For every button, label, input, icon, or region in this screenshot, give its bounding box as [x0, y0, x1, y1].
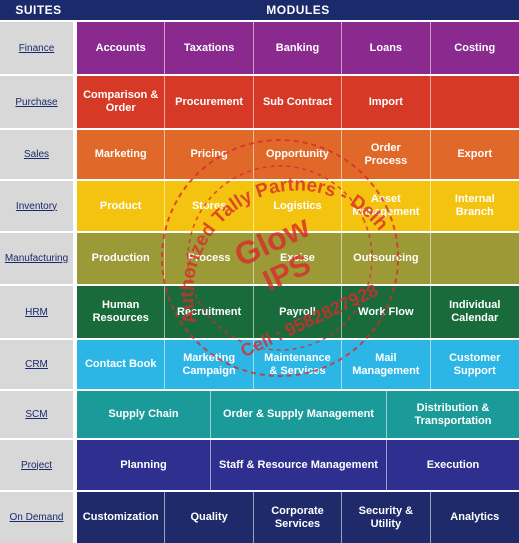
suite-cell: Inventory [0, 181, 75, 231]
suite-cell: Manufacturing [0, 233, 75, 284]
suite-link[interactable]: Purchase [15, 96, 58, 108]
module-cell[interactable]: Accounts [77, 22, 166, 74]
module-cell[interactable]: Pricing [165, 130, 254, 179]
module-cell[interactable]: Marketing Campaign [165, 340, 254, 389]
module-cell[interactable]: Outsourcing [342, 233, 431, 284]
module-cell[interactable]: Security & Utility [342, 492, 431, 543]
suite-cell: Purchase [0, 76, 75, 128]
module-cell[interactable]: Export [457, 148, 493, 160]
module-cell[interactable]: Import [342, 76, 431, 128]
suite-link[interactable]: Project [20, 459, 53, 471]
suite-cell: HRM [0, 286, 75, 338]
module-cell[interactable]: Distribution & Transportation [414, 401, 492, 427]
module-cell[interactable]: Production [77, 233, 166, 284]
suite-cell: Project [0, 440, 75, 490]
modules-column-header: MODULES [266, 3, 330, 17]
module-cell[interactable]: Order & Supply Management [211, 391, 387, 438]
module-cell[interactable]: Costing [454, 41, 496, 54]
suite-cell: On Demand [0, 492, 75, 543]
suite-link[interactable]: HRM [25, 306, 48, 318]
module-cell[interactable]: Corporate Services [254, 492, 343, 543]
module-cell[interactable]: Maintenance & Services [254, 340, 343, 389]
module-cell [431, 233, 519, 284]
suite-link[interactable]: Finance [18, 42, 55, 54]
suite-link[interactable]: SCM [25, 409, 48, 420]
module-cell[interactable]: Excise [254, 233, 343, 284]
module-cell[interactable]: Internal Branch [454, 193, 495, 218]
module-cell[interactable]: Quality [165, 492, 254, 543]
module-cell[interactable]: Taxations [165, 22, 254, 74]
module-cell[interactable]: Customization [77, 492, 166, 543]
suite-link[interactable]: On Demand [9, 512, 64, 523]
module-cell[interactable]: Supply Chain [77, 391, 211, 438]
module-cell[interactable]: Loans [342, 22, 431, 74]
module-cell[interactable]: Contact Book [77, 340, 166, 389]
module-cell[interactable]: Process [165, 233, 254, 284]
module-cell[interactable]: Customer Support [449, 351, 501, 377]
suites-column-header: SUITES [15, 3, 62, 17]
suite-link[interactable]: CRM [25, 359, 48, 370]
suite-cell: Finance [0, 22, 75, 74]
module-cell[interactable]: Comparison & Order [77, 76, 166, 128]
module-cell[interactable]: Order Process [342, 130, 431, 179]
suite-cell: Sales [0, 130, 75, 179]
module-cell[interactable]: Execution [426, 458, 480, 471]
module-cell[interactable]: Mail Management [342, 340, 431, 389]
module-cell[interactable]: Human Resources [77, 286, 166, 338]
module-cell[interactable]: Marketing [77, 130, 166, 179]
module-cell[interactable]: Stores [165, 181, 254, 231]
suite-link[interactable]: Inventory [15, 200, 58, 212]
module-cell[interactable]: Individual Calendar [449, 299, 501, 324]
module-cell[interactable]: Logistics [254, 181, 343, 231]
module-cell[interactable]: Work Flow [342, 286, 431, 338]
suite-cell: CRM [0, 340, 75, 389]
module-cell[interactable]: Asset Management [342, 181, 431, 231]
suite-cell: SCM [0, 391, 75, 438]
suite-link[interactable]: Sales [23, 149, 49, 160]
module-cell[interactable]: Product [77, 181, 166, 231]
table-header: SUITES MODULES [0, 0, 519, 20]
module-cell[interactable]: Payroll [254, 286, 343, 338]
module-cell[interactable]: Recruitment [165, 286, 254, 338]
module-cell[interactable]: Planning [77, 440, 211, 490]
module-cell[interactable]: Analytics [450, 511, 500, 523]
module-cell [431, 76, 519, 128]
module-cell[interactable]: Procurement [165, 76, 254, 128]
module-cell[interactable]: Opportunity [254, 130, 343, 179]
module-cell[interactable]: Banking [254, 22, 343, 74]
module-cell[interactable]: Sub Contract [254, 76, 343, 128]
suite-link[interactable]: Manufacturing [4, 253, 69, 264]
module-cell[interactable]: Staff & Resource Management [211, 440, 387, 490]
